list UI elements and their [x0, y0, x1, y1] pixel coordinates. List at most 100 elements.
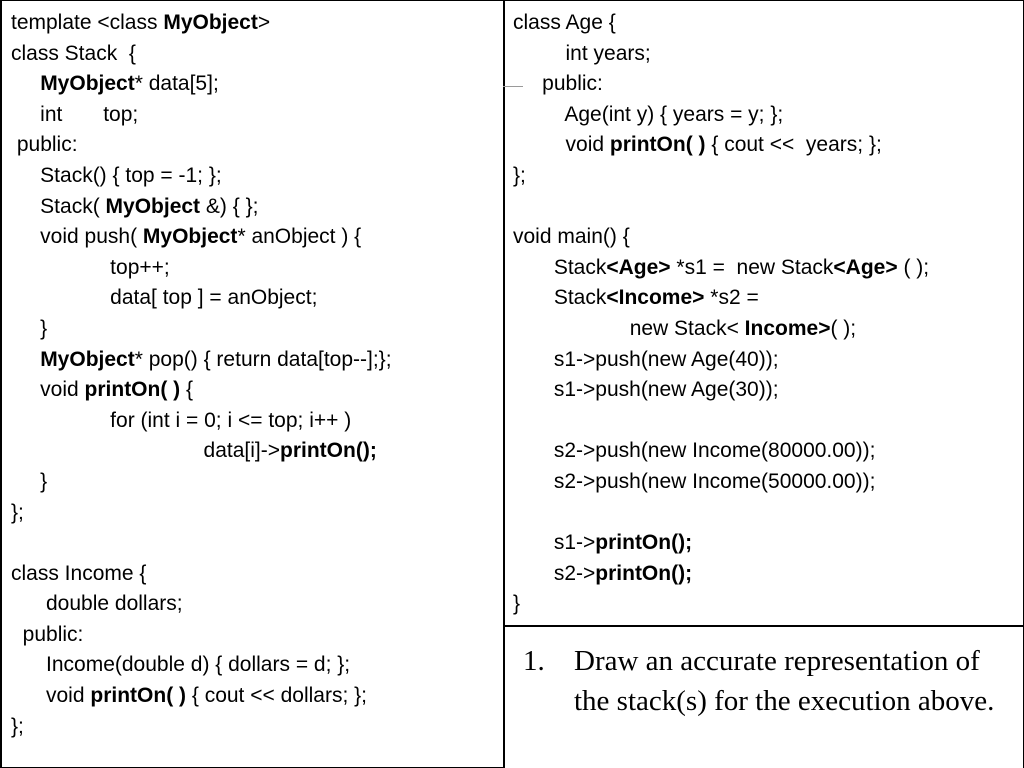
code-line: }: [513, 589, 929, 620]
code-token: >: [257, 11, 271, 34]
code-line: int top;: [11, 100, 392, 131]
code-line: MyObject* data[5];: [11, 69, 392, 100]
code-line: new Stack< Income>( );: [513, 314, 929, 345]
code-line: Age(int y) { years = y; };: [513, 100, 929, 131]
code-token: void push(: [11, 225, 143, 249]
code-line: [513, 498, 929, 529]
code-line: Stack() { top = -1; };: [11, 161, 392, 192]
code-token: }: [513, 592, 521, 616]
code-token: printOn( ): [90, 684, 187, 708]
code-line: public:: [513, 69, 929, 100]
code-token: ( );: [897, 255, 930, 279]
code-line: void printOn( ) {: [11, 375, 392, 406]
code-line: };: [11, 712, 392, 743]
code-token: }: [11, 469, 48, 493]
code-token: public:: [11, 133, 78, 157]
code-token: void main() {: [513, 225, 630, 249]
code-line: for (int i = 0; i <= top; i++ ): [11, 406, 392, 437]
code-token: MyObject: [163, 11, 258, 34]
code-line: [513, 192, 929, 223]
code-token: void: [11, 684, 91, 708]
code-token: for (int i = 0; i <= top; i++ ): [11, 408, 352, 432]
code-token: class Age {: [513, 11, 616, 34]
code-line: class Income {: [11, 559, 392, 590]
code-line: }: [11, 467, 392, 498]
code-line: double dollars;: [11, 589, 392, 620]
code-line: public:: [11, 620, 392, 651]
code-line: int years;: [513, 39, 929, 70]
code-line: s1->push(new Age(30));: [513, 375, 929, 406]
question-panel: 1. Draw an accurate representation of th…: [503, 627, 1024, 768]
code-token: *s1 = new Stack: [670, 255, 834, 279]
code-token: [11, 72, 40, 95]
code-line: };: [513, 161, 929, 192]
code-line: void push( MyObject* anObject ) {: [11, 222, 392, 253]
code-token: new Stack<: [513, 316, 745, 340]
code-token: Income>: [744, 316, 831, 340]
code-line: Stack( MyObject &) { };: [11, 192, 392, 223]
code-line: class Age {: [513, 8, 929, 39]
code-token: * anObject ) {: [237, 225, 362, 249]
code-token: };: [11, 714, 24, 738]
code-line: Stack<Income> *s2 =: [513, 283, 929, 314]
code-token: Stack: [513, 286, 607, 310]
code-token: Stack() { top = -1; };: [11, 163, 222, 187]
code-line: data[i]->printOn();: [11, 436, 392, 467]
code-token: [11, 348, 40, 371]
right-code-panel: class Age { int years; public: Age(int y…: [503, 0, 1024, 627]
code-token: top++;: [11, 255, 170, 279]
code-token: MyObject: [105, 194, 201, 218]
code-token: s2->push(new Income(50000.00));: [513, 469, 876, 493]
code-token: &) { };: [200, 194, 259, 218]
code-token: void: [11, 378, 85, 402]
code-token: { cout << years; };: [705, 133, 882, 157]
divider-mark: [503, 86, 523, 87]
code-token: s2->push(new Income(80000.00));: [513, 439, 876, 463]
code-token: Stack: [513, 255, 607, 279]
code-token: <Age>: [606, 255, 671, 279]
code-token: data[i]->: [11, 439, 281, 463]
code-token: printOn( ): [84, 378, 181, 402]
code-token: s1->push(new Age(40));: [513, 347, 779, 371]
code-line: s1->push(new Age(40));: [513, 345, 929, 376]
code-token: MyObject: [40, 347, 135, 371]
code-line: s2->printOn();: [513, 559, 929, 590]
code-token: *s2 =: [704, 286, 759, 310]
left-code-panel: template <class MyObject>class Stack { M…: [0, 0, 505, 768]
code-token: };: [513, 163, 526, 187]
code-line: top++;: [11, 253, 392, 284]
code-line: data[ top ] = anObject;: [11, 283, 392, 314]
code-token: s2->: [513, 561, 596, 585]
age-main-code-block: class Age { int years; public: Age(int y…: [513, 8, 929, 620]
code-token: printOn();: [280, 439, 377, 463]
code-token: Stack(: [11, 194, 106, 218]
code-token: printOn();: [595, 561, 693, 585]
code-line: Income(double d) { dollars = d; };: [11, 650, 392, 681]
code-token: void: [513, 133, 610, 157]
code-line: };: [11, 498, 392, 529]
question-item: 1. Draw an accurate representation of th…: [523, 641, 1018, 721]
code-token: Income(double d) { dollars = d; };: [11, 653, 351, 677]
code-token: public:: [11, 622, 84, 646]
code-token: ( );: [830, 316, 857, 340]
code-line: }: [11, 314, 392, 345]
code-line: void printOn( ) { cout << years; };: [513, 130, 929, 161]
code-line: class Stack {: [11, 39, 392, 70]
code-token: <Age>: [833, 255, 898, 279]
code-token: double dollars;: [11, 592, 183, 616]
code-token: int years;: [513, 41, 651, 65]
code-token: MyObject: [142, 225, 238, 249]
question-number: 1.: [523, 645, 545, 677]
code-token: printOn( ): [609, 133, 706, 157]
code-token: {: [180, 378, 194, 402]
code-token: public:: [513, 72, 603, 96]
code-line: template <class MyObject>: [11, 8, 392, 39]
code-token: };: [11, 500, 24, 524]
code-token: s1->push(new Age(30));: [513, 378, 779, 402]
code-line: public:: [11, 130, 392, 161]
code-token: MyObject: [40, 72, 135, 96]
code-line: s1->printOn();: [513, 528, 929, 559]
code-token: class Stack {: [11, 41, 136, 65]
code-token: * pop() { return data[top--];};: [134, 347, 392, 371]
code-token: template <class: [11, 11, 164, 34]
